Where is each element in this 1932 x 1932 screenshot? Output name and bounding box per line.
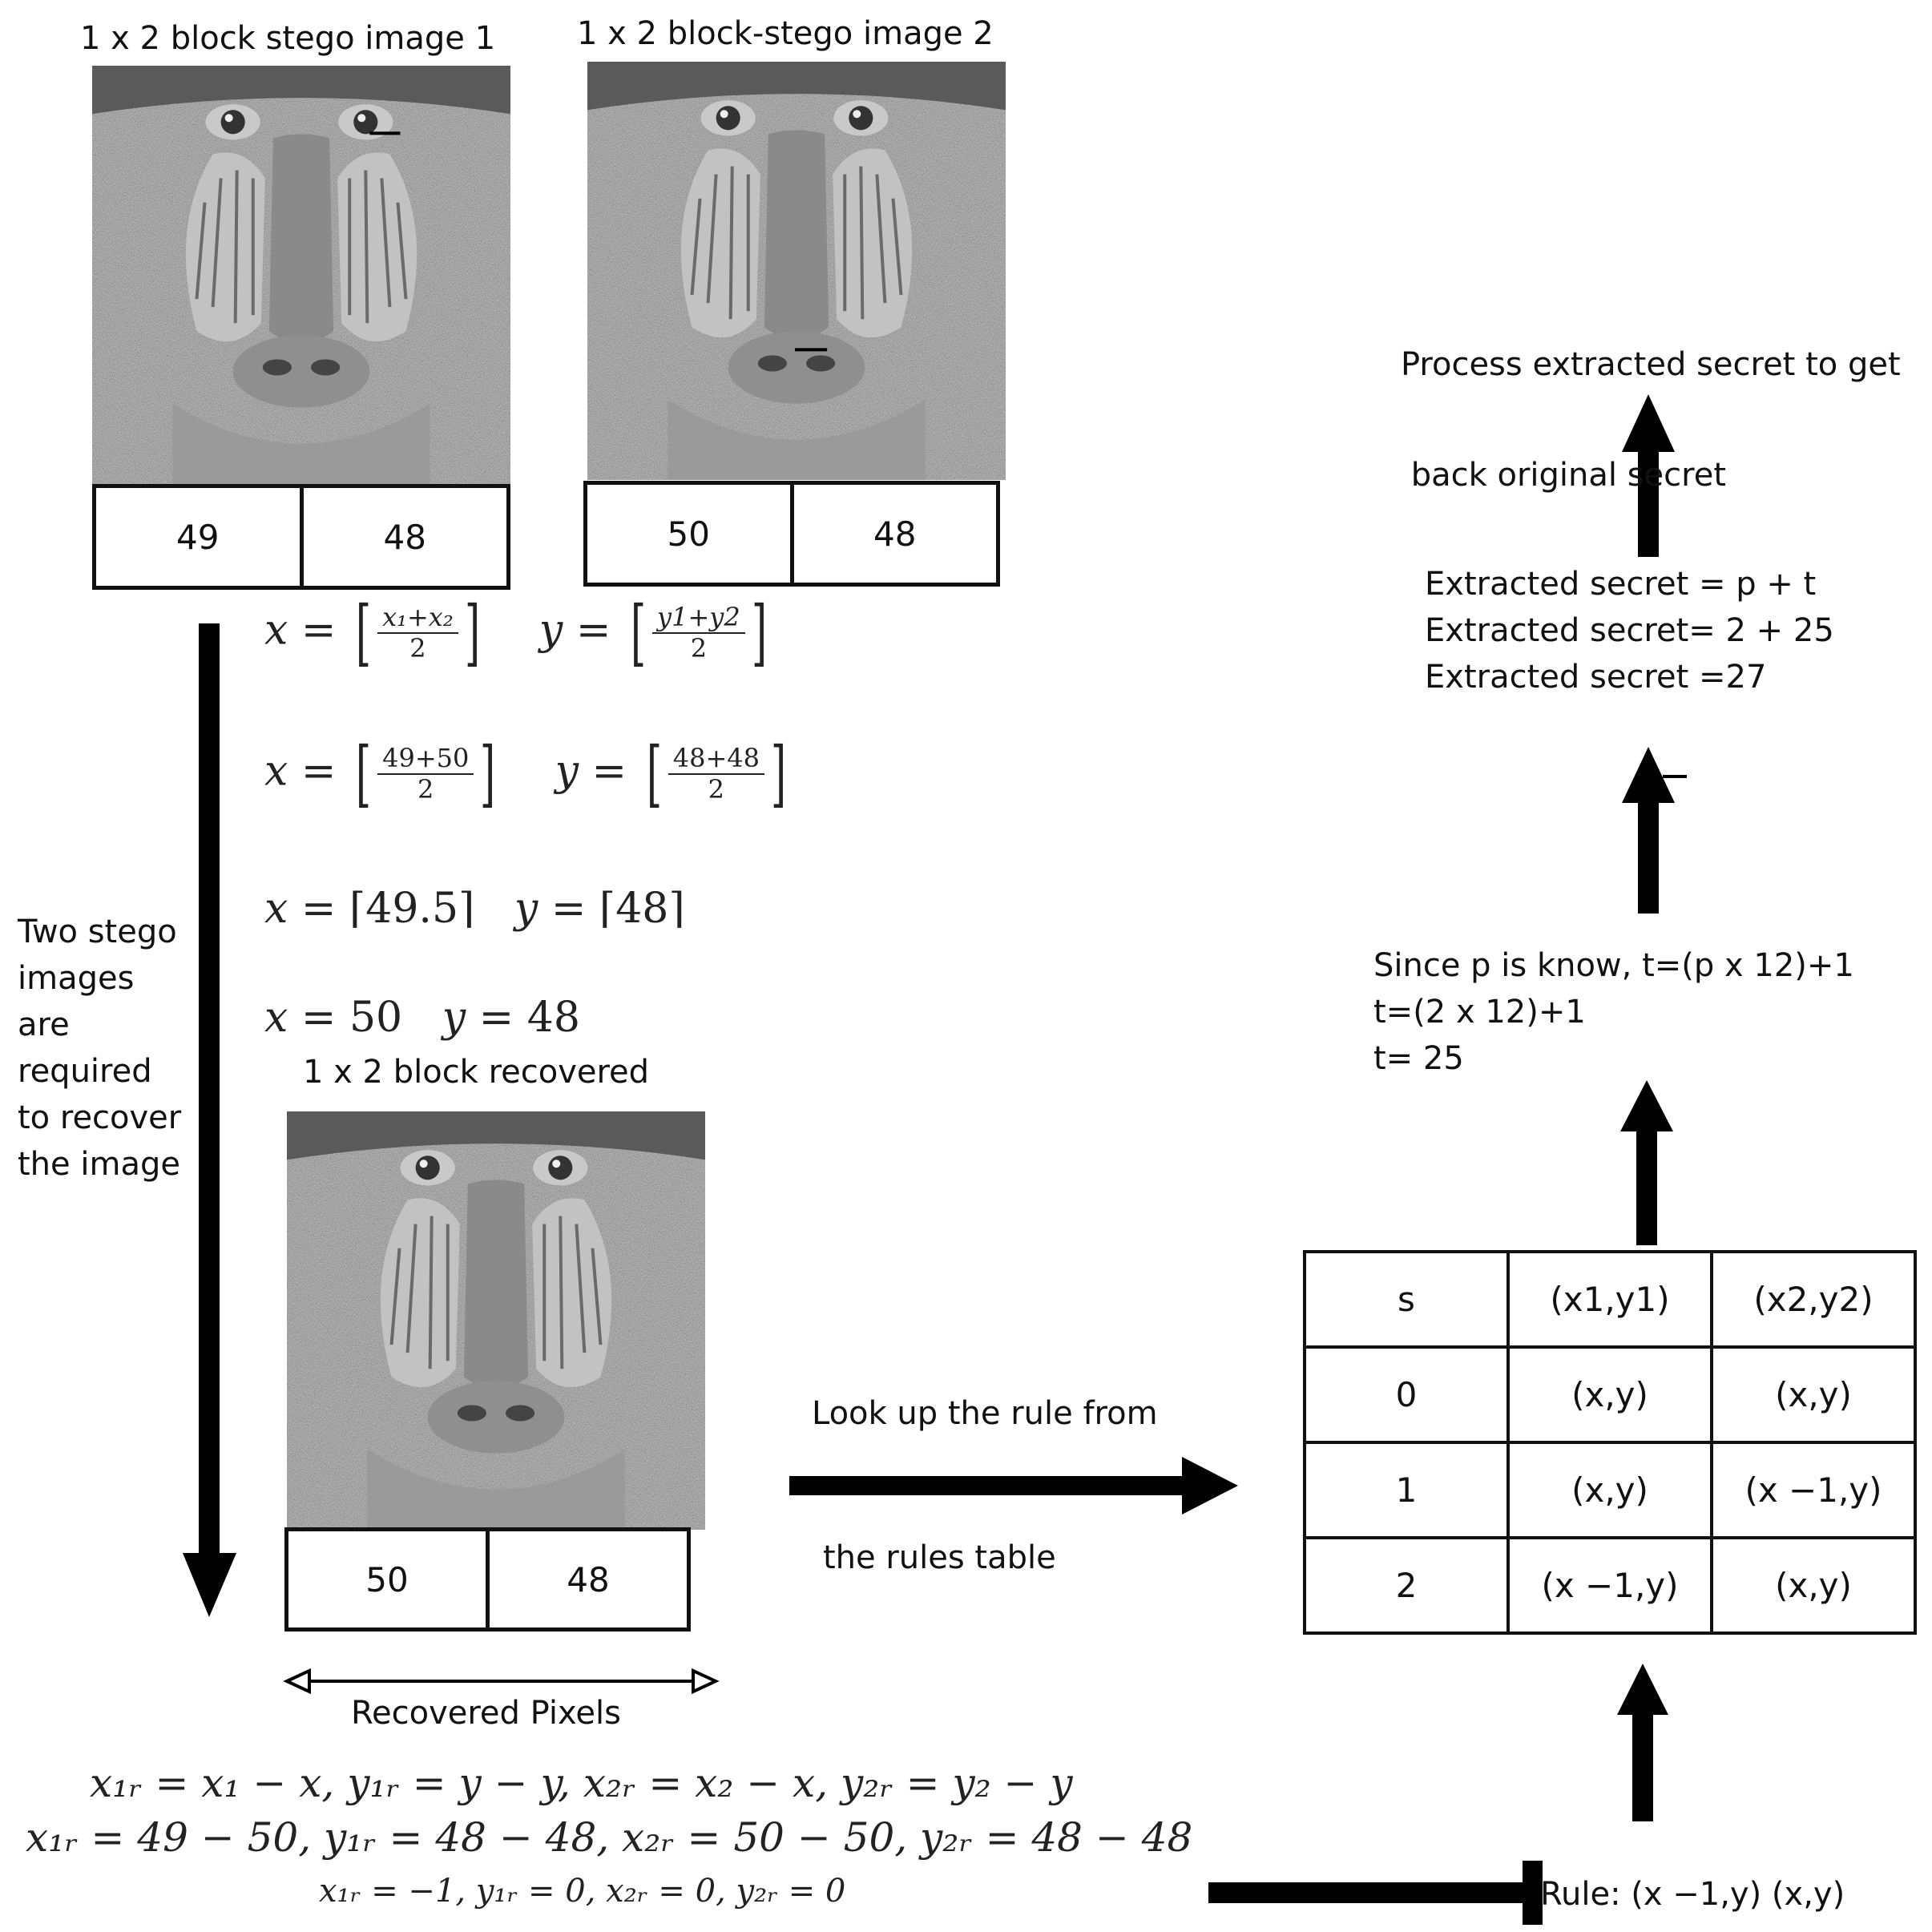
t-calc-line: Since p is know, t=(p x 12)+1 — [1373, 947, 1854, 984]
table-header-cell: (x1,y1) — [1506, 1250, 1713, 1349]
rules-table: s (x1,y1) (x2,y2) 0 (x,y) (x,y) 1 (x,y) … — [1303, 1250, 1917, 1635]
y-numerator: y1+y2 — [652, 603, 745, 634]
recovered-pixels: 50 48 — [284, 1527, 691, 1632]
residual-equation-3: x₁ᵣ = −1, y₁ᵣ = 0, x₂ᵣ = 0, y₂ᵣ = 0 — [319, 1873, 846, 1910]
x-numerator: x₁+x₂ — [377, 603, 458, 634]
recovered-image-title: 1 x 2 block recovered — [303, 1054, 650, 1091]
pixel-value: 50 — [667, 514, 710, 554]
rule-label: Rule: (x −1,y) (x,y) — [1540, 1876, 1845, 1913]
table-header-cell: s — [1303, 1250, 1510, 1349]
recovered-pixels-arrow — [283, 1668, 720, 1695]
stego-1-pixels: 49 48 — [92, 484, 510, 590]
final-step-line: Process extracted secret to get — [1401, 346, 1901, 383]
x-numerator: 49+50 — [377, 744, 474, 775]
extracted-line: Extracted secret = p + t — [1425, 566, 1817, 603]
final-step: Process extracted secret to get back ori… — [1401, 277, 1901, 530]
t-calc-line: t= 25 — [1373, 1040, 1464, 1077]
extracted-line: Extracted secret= 2 + 25 — [1425, 612, 1834, 649]
pixel-value: 50 — [365, 1559, 409, 1599]
t-calc-line: t=(2 x 12)+1 — [1373, 994, 1586, 1031]
y-value: 48 — [526, 994, 580, 1042]
x-value: 50 — [349, 994, 403, 1042]
table-cell: (x,y) — [1506, 1345, 1713, 1444]
side-note: Two stego images are required to recover… — [18, 909, 181, 1188]
table-cell: (x,y) — [1710, 1345, 1917, 1444]
side-note-line: are — [18, 1006, 70, 1043]
x-value: 49.5 — [365, 885, 459, 933]
residual-equation-1: x₁ᵣ = x₁ − x, y₁ᵣ = y − y, x₂ᵣ = x₂ − x,… — [90, 1760, 1073, 1806]
lookup-arrow — [789, 1457, 1238, 1515]
up-arrow-extracted-to-final — [1622, 394, 1675, 557]
pixel-value: 48 — [789, 485, 997, 583]
side-note-line: images — [18, 960, 135, 997]
table-cell: 0 — [1303, 1345, 1510, 1444]
recovered-pixels-caption: Recovered Pixels — [351, 1695, 621, 1732]
y-value: 48 — [615, 885, 669, 933]
table-cell: (x −1,y) — [1506, 1536, 1713, 1635]
table-cell: 1 — [1303, 1441, 1510, 1539]
table-cell: 2 — [1303, 1536, 1510, 1635]
side-note-line: required — [18, 1053, 152, 1090]
up-arrow-rule-to-table — [1617, 1664, 1668, 1821]
table-row: 1 (x,y) (x −1,y) — [1303, 1441, 1917, 1539]
table-row: 2 (x −1,y) (x,y) — [1303, 1536, 1917, 1635]
stego-image-2 — [587, 62, 1006, 480]
pixel-value: 48 — [486, 1531, 687, 1627]
up-arrow-table-to-t — [1620, 1080, 1673, 1245]
t-calculation: Since p is know, t=(p x 12)+1 t=(2 x 12)… — [1373, 942, 1854, 1082]
pixel-value: 49 — [176, 517, 220, 557]
residual-equation-2: x₁ᵣ = 49 − 50, y₁ᵣ = 48 − 48, x₂ᵣ = 50 −… — [26, 1814, 1193, 1861]
stego-image-1 — [92, 66, 510, 484]
stego-image-1-title: 1 x 2 block stego image 1 — [80, 20, 496, 57]
denominator: 2 — [690, 632, 708, 663]
extracted-line: Extracted secret =27 — [1425, 659, 1767, 696]
denominator: 2 — [417, 773, 434, 805]
side-note-line: to recover — [18, 1099, 182, 1136]
denominator: 2 — [708, 773, 725, 805]
denominator: 2 — [409, 632, 426, 663]
recovered-image — [287, 1111, 705, 1530]
table-header-cell: (x2,y2) — [1710, 1250, 1917, 1349]
rule-arrow — [1208, 1861, 1543, 1925]
final-step-line: back original secret — [1401, 457, 1727, 494]
down-arrow — [183, 623, 236, 1617]
table-cell: (x,y) — [1506, 1441, 1713, 1539]
table-header-row: s (x1,y1) (x2,y2) — [1303, 1250, 1917, 1349]
up-arrow-t-to-extracted — [1622, 747, 1687, 914]
side-note-line: the image — [18, 1146, 180, 1183]
lookup-label-line-2: the rules table — [823, 1539, 1056, 1576]
table-cell: (x −1,y) — [1710, 1441, 1917, 1539]
equation-row-3: x = ⌈49.5⌉ y = ⌈48⌉ — [264, 885, 685, 933]
lookup-label-line-1: Look up the rule from — [812, 1395, 1158, 1432]
table-row: 0 (x,y) (x,y) — [1303, 1345, 1917, 1444]
side-note-line: Two stego — [18, 914, 177, 950]
stego-image-2-title: 1 x 2 block-stego image 2 — [577, 15, 994, 52]
equation-row-4: x = 50 y = 48 — [264, 994, 580, 1042]
extracted-secret: Extracted secret = p + t Extracted secre… — [1425, 561, 1834, 700]
y-numerator: 48+48 — [668, 744, 764, 775]
stego-2-pixels: 50 48 — [583, 481, 1000, 587]
table-cell: (x,y) — [1710, 1536, 1917, 1635]
pixel-value: 48 — [299, 488, 507, 586]
